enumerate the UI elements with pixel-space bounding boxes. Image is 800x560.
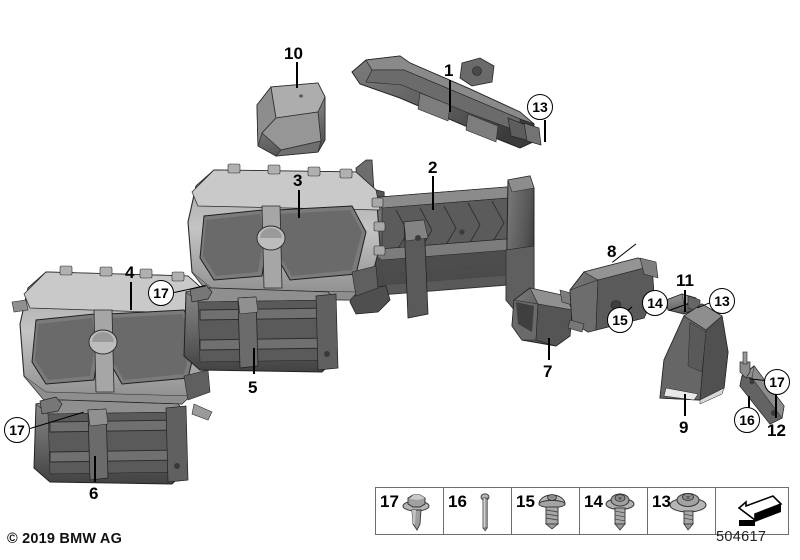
leader-line-3	[298, 190, 300, 218]
callout-10: 10	[284, 44, 303, 63]
callout-6: 6	[89, 484, 99, 503]
callout-4: 4	[125, 263, 135, 282]
callout-12: 12	[767, 421, 786, 440]
button-head-screw-icon	[538, 494, 566, 530]
callout-5: 5	[248, 378, 258, 397]
leader-line-12	[775, 392, 777, 418]
callout-3: 3	[293, 171, 303, 190]
fastener-legend: 17 16 15	[375, 487, 789, 535]
callout-15: 15	[607, 307, 633, 333]
leader-line-2	[432, 176, 434, 210]
callout-13-top: 13	[527, 94, 553, 120]
legend-item-13: 13	[648, 488, 716, 534]
leader-line-4	[130, 282, 132, 310]
callout-7: 7	[543, 362, 553, 381]
part-5-grille-support-upper	[183, 284, 339, 373]
callout-14: 14	[642, 290, 668, 316]
legend-item-15: 15	[512, 488, 580, 534]
flanged-torx-screw-icon	[605, 493, 635, 531]
callout-17-mid: 17	[148, 280, 174, 306]
copyright-text: © 2019 BMW AG	[7, 531, 123, 547]
leader-line-5	[253, 348, 255, 374]
part-8-air-duct-long	[567, 257, 659, 333]
leader-line-6	[94, 456, 96, 482]
hex-flange-bolt-icon	[402, 494, 430, 531]
legend-item-16: 16	[444, 488, 512, 534]
direction-arrow-icon	[737, 495, 783, 526]
legend-item-17: 17	[376, 488, 444, 534]
legend-item-direction	[716, 488, 788, 534]
part-4-kidney-grille-lower	[11, 265, 218, 421]
legend-number-17: 17	[380, 492, 399, 511]
leader-line-1	[449, 80, 451, 112]
washer-head-screw-icon	[669, 493, 707, 531]
callout-8: 8	[607, 242, 617, 261]
callout-1: 1	[444, 61, 454, 80]
leader-line-16	[748, 396, 750, 416]
legend-number-14: 14	[584, 492, 603, 511]
legend-number-16: 16	[448, 492, 467, 511]
long-pin-bolt-icon	[480, 493, 490, 532]
part-6-grille-support-lower	[33, 396, 189, 485]
part-1-front-carrier-upper	[351, 55, 542, 149]
leader-line-13-top	[544, 120, 546, 142]
leader-line-9	[684, 394, 686, 416]
legend-item-14: 14	[580, 488, 648, 534]
callout-9: 9	[679, 418, 689, 437]
callout-17-low: 17	[4, 417, 30, 443]
leader-line-11	[684, 290, 686, 312]
callout-16: 16	[734, 407, 760, 433]
legend-number-15: 15	[516, 492, 535, 511]
part-9-brake-air-duct	[659, 303, 729, 405]
callout-17-right: 17	[764, 369, 790, 395]
leader-line-10	[296, 62, 298, 88]
part-7-air-duct-short	[511, 287, 577, 347]
part-3-kidney-grille-upper	[187, 163, 386, 301]
diagram-number: 504617	[716, 529, 767, 545]
part-10-cover-shield	[256, 82, 326, 157]
legend-number-13: 13	[652, 492, 671, 511]
callout-2: 2	[428, 158, 438, 177]
leader-line-7	[548, 338, 550, 360]
callout-13-right: 13	[709, 288, 735, 314]
callout-11: 11	[676, 271, 694, 290]
